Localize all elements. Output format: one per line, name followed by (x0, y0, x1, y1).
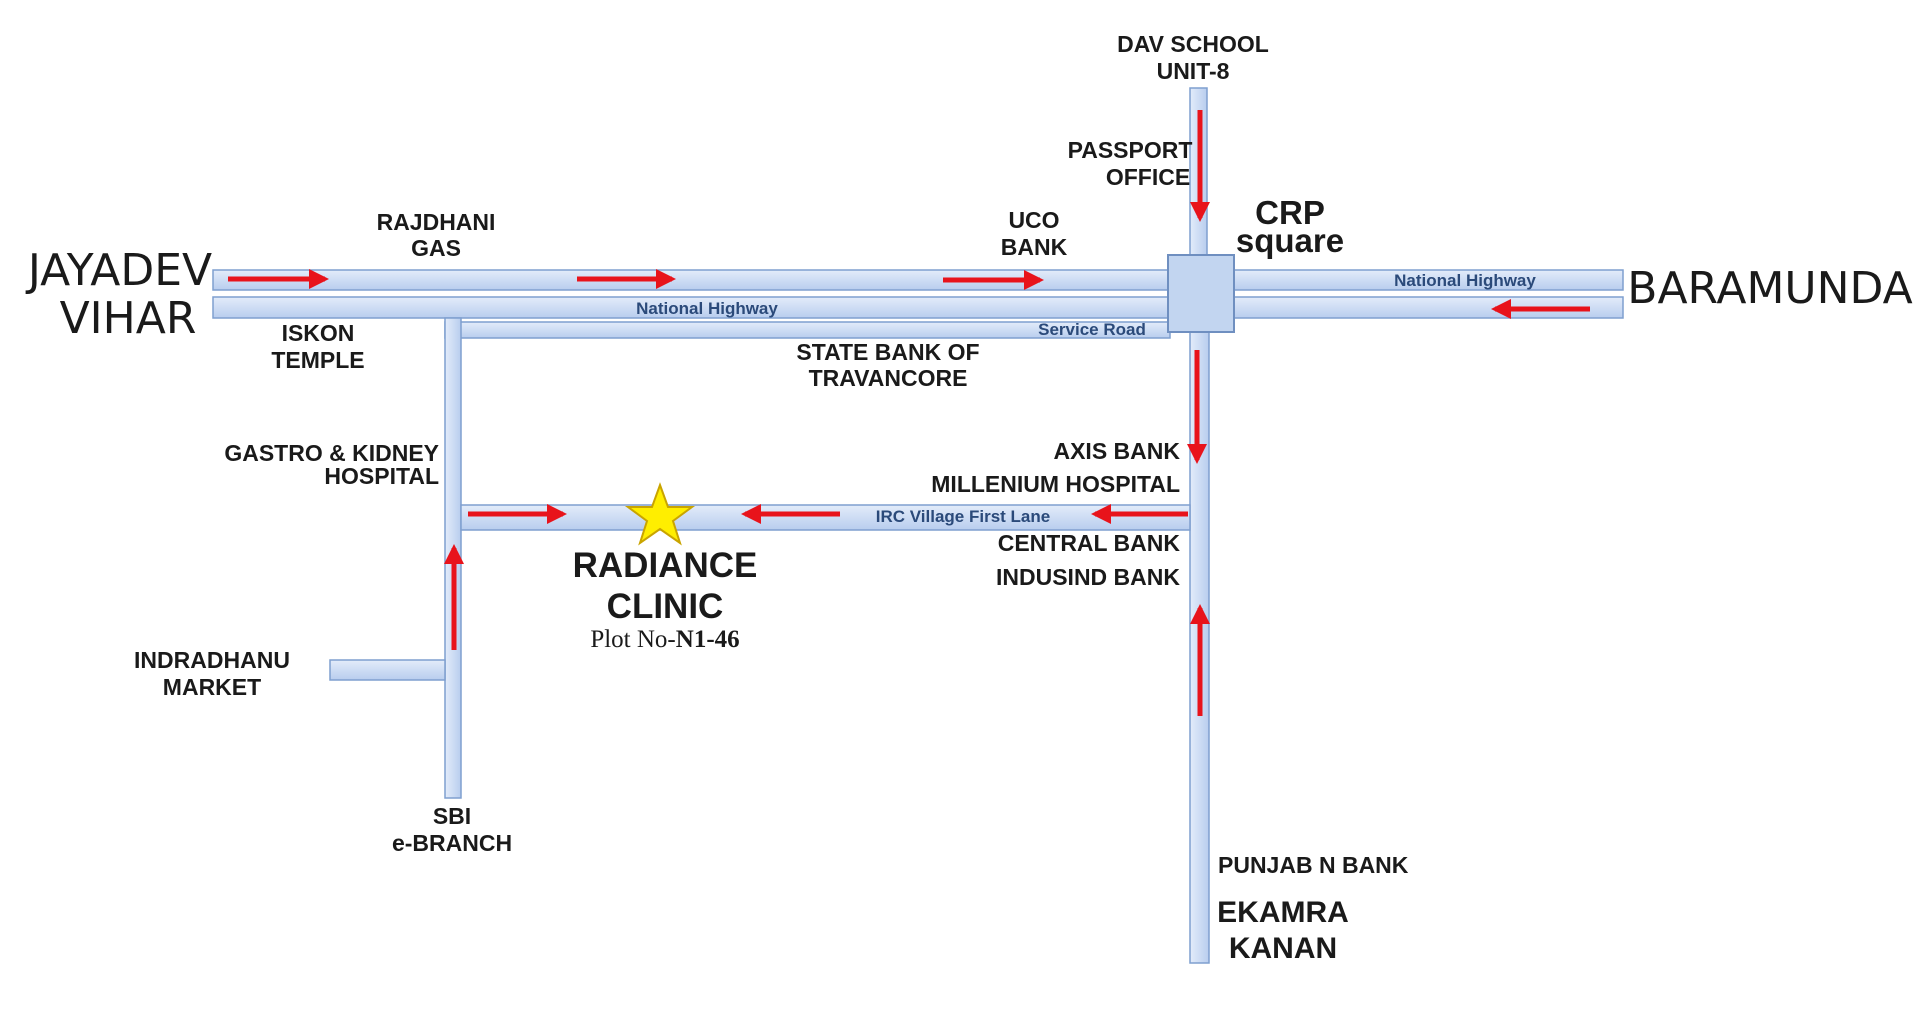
iskon-label-line1: ISKON (282, 320, 355, 346)
nh-right-label: National Highway (1394, 271, 1536, 290)
axis-bank-label: AXIS BANK (1053, 438, 1180, 464)
indradhanu-label-line2: MARKET (163, 674, 261, 700)
indradhanu-label-line1: INDRADHANU (134, 647, 290, 673)
nh-left-label: National Highway (636, 299, 778, 318)
crp-label-line1: CRP (1255, 194, 1325, 231)
plot-value: N1-46 (676, 626, 740, 653)
sbt-label-line1: STATE BANK OF (796, 339, 979, 365)
irc-lane-label: IRC Village First Lane (876, 507, 1050, 526)
clinic-name-line1: RADIANCE (573, 546, 758, 585)
iskon-label-line2: TEMPLE (271, 347, 364, 373)
irc-village-lane (460, 504, 1191, 531)
plot-prefix: Plot No- (590, 626, 675, 653)
radiance-clinic-star-icon[interactable] (624, 482, 696, 546)
passport-label-line1: PASSPORT (1068, 137, 1193, 163)
passport-label-line2: OFFICE (1106, 164, 1190, 190)
clinic-name-line2: CLINIC (607, 587, 724, 626)
punjab-label: PUNJAB N BANK (1218, 852, 1409, 878)
rajdhani-label-line2: GAS (411, 235, 461, 261)
sbt-label-line2: TRAVANCORE (809, 365, 968, 391)
baramunda-label: BARAMUNDA (1627, 263, 1912, 314)
dav-label-line1: DAV SCHOOL (1117, 31, 1269, 57)
jayadev-label-line2: VIHAR (60, 293, 197, 344)
uco-label-line1: UCO (1008, 207, 1059, 233)
millenium-label: MILLENIUM HOSPITAL (931, 471, 1180, 497)
ekamra-label-line2: KANAN (1229, 932, 1337, 965)
service-road-label: Service Road (1038, 320, 1146, 339)
sbi-label-line1: SBI (433, 803, 471, 829)
direction-arrows (228, 110, 1590, 716)
gastro-label-line1: GASTRO & KIDNEY (224, 440, 439, 466)
ekamra-label-line1: EKAMRA (1217, 896, 1349, 929)
sbi-label-line2: e-BRANCH (392, 830, 512, 856)
rajdhani-label-line1: RAJDHANI (377, 209, 496, 235)
central-bank-label: CENTRAL BANK (998, 530, 1181, 556)
indusind-label: INDUSIND BANK (996, 564, 1180, 590)
crp-square-junction[interactable] (1167, 254, 1235, 333)
uco-label-line2: BANK (1001, 234, 1068, 260)
clinic-plot-number: Plot No-N1-46 (590, 626, 739, 653)
jayadev-label-line1: JAYADEV (25, 245, 212, 296)
gastro-label-line2: HOSPITAL (324, 463, 439, 489)
dav-label-line2: UNIT-8 (1157, 58, 1230, 84)
crp-label-line2: square (1236, 222, 1344, 259)
indradhanu-spur-road (329, 659, 446, 681)
